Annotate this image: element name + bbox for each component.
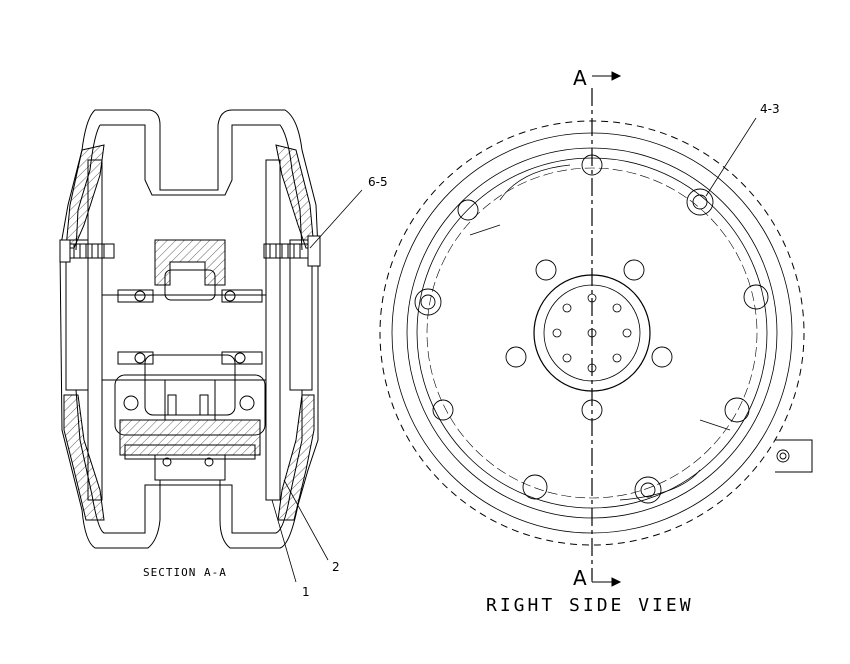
callout-4-3: 4-3 [760,102,780,116]
bearing-left-mid [117,351,154,365]
side-view [379,120,813,546]
section-title: SECTION A-A [143,566,227,579]
leader-4-3 [705,117,757,197]
outer-holes [505,154,673,421]
right-plate [289,239,313,391]
section-marker-bottom: A [573,566,587,590]
bearing-left-top [117,289,154,303]
callout-2: 2 [332,560,340,574]
section-view [59,109,321,549]
hub-body [144,354,236,416]
pin-right [239,395,255,411]
side-bracket [775,439,813,473]
left-inner-plate [87,159,103,501]
view-title: RIGHT SIDE VIEW [486,595,694,616]
hub-bottom [154,454,226,481]
cross-beam [114,374,266,436]
bolt-right [263,235,321,267]
pin-left [123,395,139,411]
housing-left-outline [59,109,319,549]
hub-core [164,379,216,421]
hatch-left-bottom [63,394,105,521]
callout-1: 1 [302,585,310,599]
hatch-right-top [275,144,315,249]
bearing-right-mid [221,351,263,365]
callout-6-5: 6-5 [368,175,388,189]
right-inner-plate [265,159,281,501]
hatch-left-top [65,144,105,249]
bolt-left [59,239,115,263]
hatch-center-top [154,239,226,286]
hatch-center-bottom [119,419,261,456]
section-line [591,71,622,587]
mounting-lugs [414,188,769,504]
ring-3 [426,167,758,499]
hub-top [164,269,216,301]
section-leaders [271,189,363,583]
bearing-right-top [221,289,263,303]
housing-inner-outline [75,124,303,534]
section-marker-top: A [573,66,587,90]
